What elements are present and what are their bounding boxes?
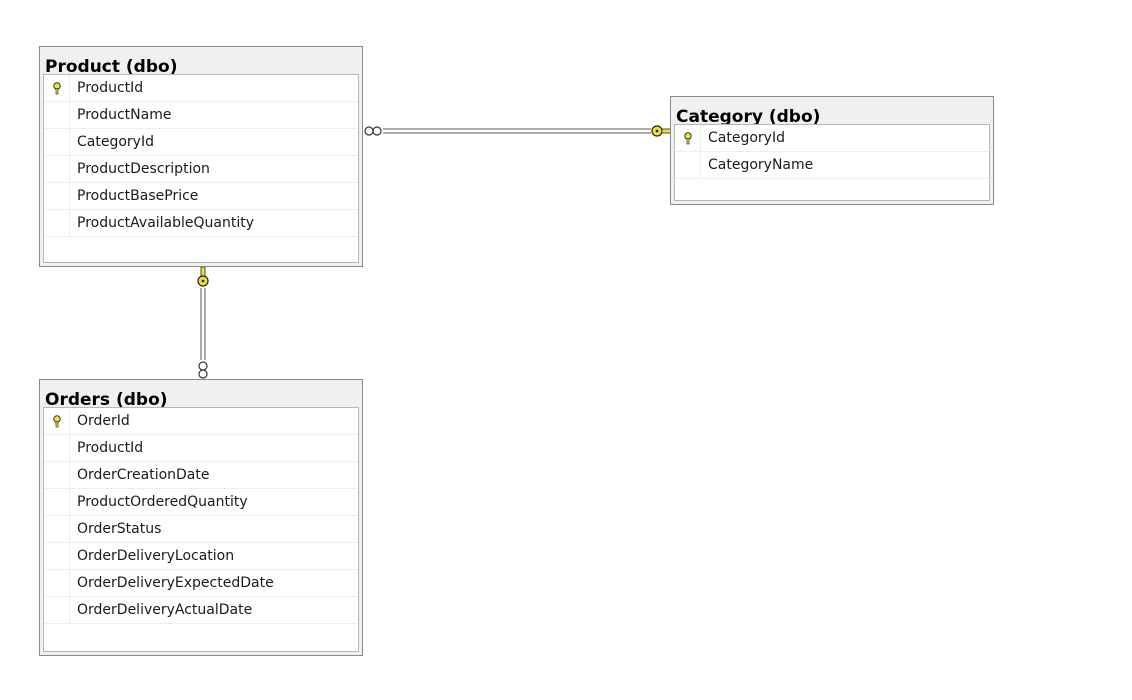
row-selector — [675, 125, 701, 151]
column-name: OrderStatus — [77, 521, 162, 537]
column-row[interactable]: ProductDescription — [44, 156, 358, 183]
table-orders[interactable]: Orders (dbo) OrderId ProductId OrderCrea… — [39, 379, 363, 656]
primary-key-icon — [53, 82, 61, 95]
column-row[interactable]: CategoryId — [44, 129, 358, 156]
row-selector — [675, 152, 701, 178]
table-title: Category (dbo) — [676, 107, 821, 125]
table-title: Product (dbo) — [45, 57, 178, 75]
row-selector — [44, 462, 70, 488]
row-selector — [44, 210, 70, 236]
row-selector — [44, 156, 70, 182]
column-row[interactable]: OrderDeliveryExpectedDate — [44, 570, 358, 597]
column-row[interactable]: OrderStatus — [44, 516, 358, 543]
row-selector — [44, 102, 70, 128]
column-name: CategoryId — [77, 134, 154, 150]
table-product[interactable]: Product (dbo) ProductId ProductName Cate… — [39, 46, 363, 267]
column-name: ProductName — [77, 107, 172, 123]
column-row[interactable]: CategoryId — [675, 125, 989, 152]
column-name: OrderDeliveryLocation — [77, 548, 235, 564]
column-row[interactable]: ProductBasePrice — [44, 183, 358, 210]
column-row[interactable]: OrderDeliveryLocation — [44, 543, 358, 570]
column-row[interactable]: CategoryName — [675, 152, 989, 179]
primary-key-icon — [684, 132, 692, 145]
row-selector — [44, 408, 70, 434]
column-name: ProductDescription — [77, 161, 210, 177]
column-name: ProductId — [77, 80, 144, 96]
table-category[interactable]: Category (dbo) CategoryId CategoryName — [670, 96, 994, 205]
column-list: OrderId ProductId OrderCreationDate Prod… — [43, 407, 359, 652]
column-row[interactable]: OrderDeliveryActualDate — [44, 597, 358, 624]
row-selector — [44, 543, 70, 569]
column-name: OrderCreationDate — [77, 467, 210, 483]
relationship-product-orders[interactable] — [197, 266, 209, 379]
table-title: Orders (dbo) — [45, 390, 168, 408]
row-selector — [44, 516, 70, 542]
primary-key-icon — [53, 415, 61, 428]
one-end-key-icon — [651, 125, 672, 137]
relationship-product-category[interactable] — [364, 125, 672, 137]
row-selector — [44, 183, 70, 209]
column-row[interactable]: ProductAvailableQuantity — [44, 210, 358, 237]
column-name: ProductOrderedQuantity — [77, 494, 248, 510]
row-selector — [44, 435, 70, 461]
row-selector — [44, 129, 70, 155]
row-selector — [44, 570, 70, 596]
one-end-key-icon — [197, 266, 209, 287]
many-end-infinity-icon — [198, 361, 208, 379]
column-name: OrderId — [77, 413, 130, 429]
column-list: ProductId ProductName CategoryId Product… — [43, 74, 359, 263]
column-row[interactable]: OrderCreationDate — [44, 462, 358, 489]
column-name: CategoryName — [708, 157, 814, 173]
many-end-infinity-icon — [364, 126, 382, 136]
column-name: ProductBasePrice — [77, 188, 199, 204]
column-row[interactable]: OrderId — [44, 408, 358, 435]
column-list: CategoryId CategoryName — [674, 124, 990, 201]
column-row[interactable]: ProductId — [44, 435, 358, 462]
row-selector — [44, 75, 70, 101]
row-selector — [44, 597, 70, 623]
column-name: OrderDeliveryActualDate — [77, 602, 253, 618]
column-name: OrderDeliveryExpectedDate — [77, 575, 274, 591]
column-row[interactable]: ProductOrderedQuantity — [44, 489, 358, 516]
column-row[interactable]: ProductId — [44, 75, 358, 102]
row-selector — [44, 489, 70, 515]
column-row[interactable]: ProductName — [44, 102, 358, 129]
column-name: ProductAvailableQuantity — [77, 215, 255, 231]
column-name: ProductId — [77, 440, 144, 456]
column-name: CategoryId — [708, 130, 785, 146]
